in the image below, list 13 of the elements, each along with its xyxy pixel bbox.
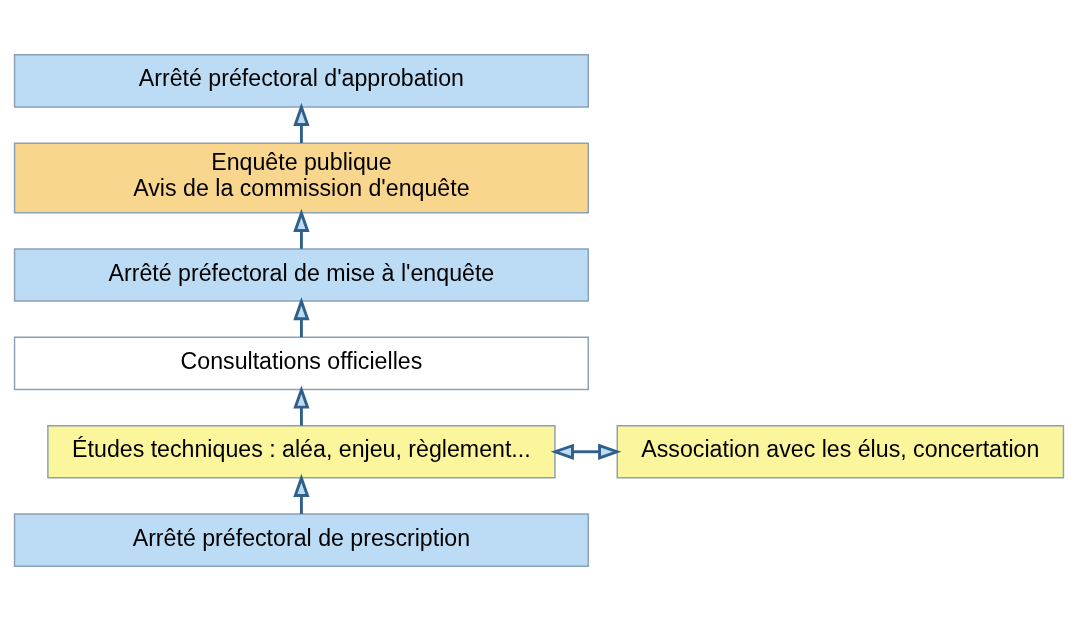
arrow bbox=[293, 473, 310, 514]
node-box: Arrêté préfectoral de mise à l'enquête bbox=[13, 248, 589, 302]
arrow bbox=[293, 297, 310, 338]
node-box: Association avec les élus, concertation bbox=[616, 424, 1065, 479]
node-box: Arrêté préfectoral d'approbation bbox=[13, 54, 589, 108]
arrow bbox=[293, 208, 310, 249]
node-box: Études techniques : aléa, enjeu, règlement... bbox=[47, 424, 556, 479]
arrow bbox=[293, 102, 310, 143]
node-box: Arrêté préfectoral de prescription bbox=[13, 513, 589, 567]
arrow bbox=[293, 385, 310, 426]
arrow bbox=[550, 443, 622, 460]
node-box: Consultations officielles bbox=[13, 336, 589, 391]
node-box: Enquête publique Avis de la commission d'enquête bbox=[13, 142, 589, 214]
